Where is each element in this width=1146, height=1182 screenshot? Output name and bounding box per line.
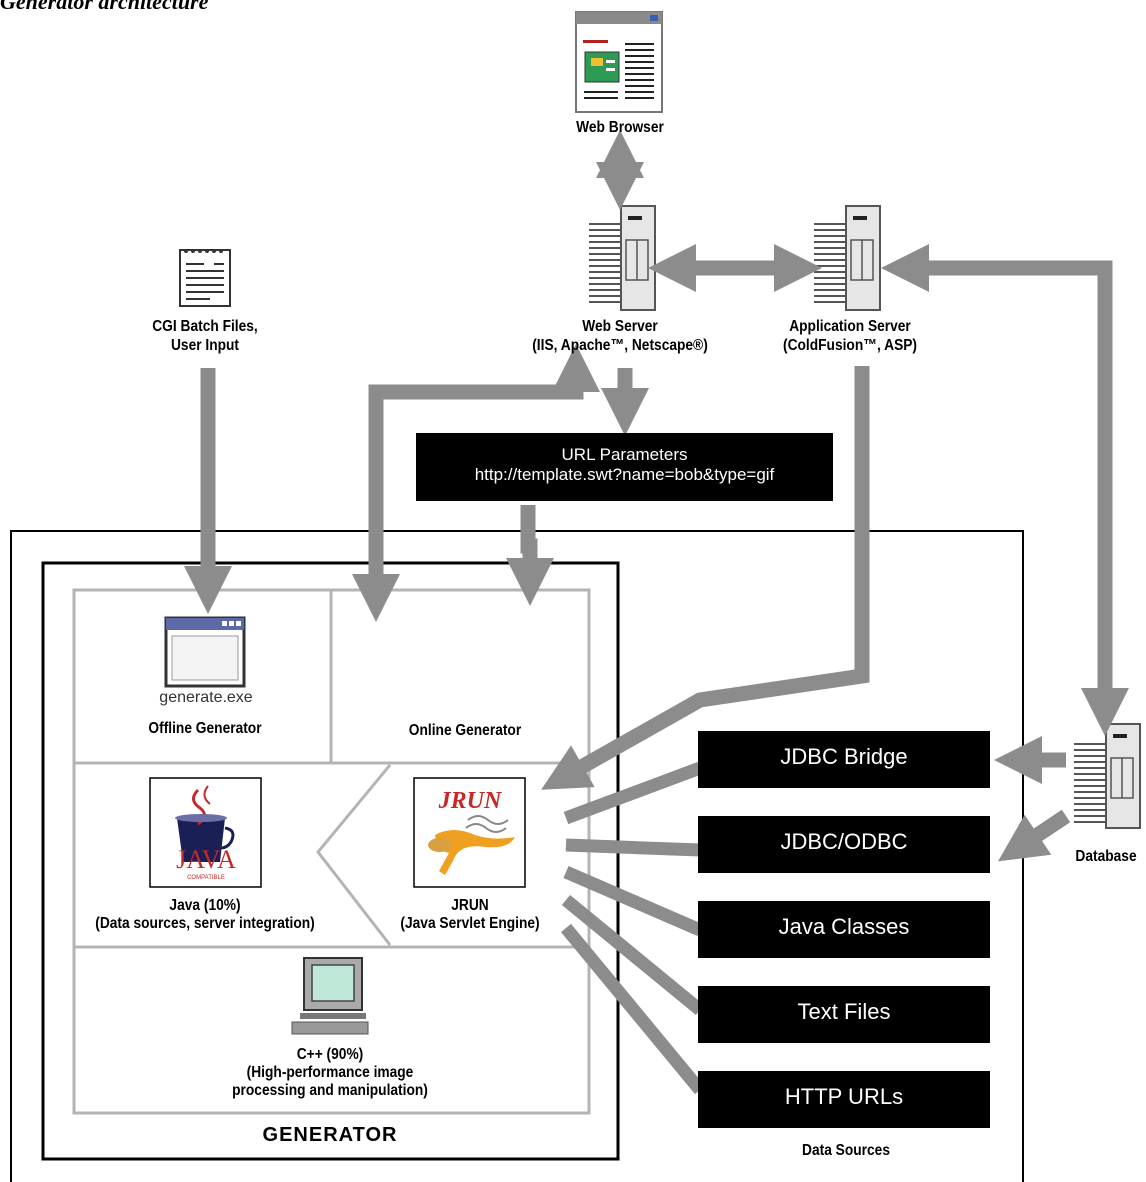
jrun-logo [413, 777, 526, 888]
arrow-appserver-jrun [541, 366, 870, 790]
connector-jdbc-odbc [565, 838, 701, 857]
offline-generator-label: Offline Generator [148, 720, 262, 737]
data-source-jdbc-bridge: JDBC Bridge [698, 731, 990, 788]
url-parameters-example: http://template.swt?name=bob&type=gif [474, 465, 775, 484]
java-logo-subtext: COMPATIBLE [187, 875, 225, 881]
database-icon [1074, 723, 1141, 829]
java-logo [149, 777, 262, 888]
data-sources-label: Data Sources [802, 1142, 890, 1159]
data-source-jdbc-odbc: JDBC/ODBC [698, 816, 990, 873]
jrun-label-line1: JRUN [451, 897, 489, 914]
window-icon [164, 616, 246, 688]
url-parameters-box: URL Parameters http://template.swt?name=… [416, 433, 833, 501]
app-server-label-line1: Application Server [789, 318, 911, 335]
cgi-label-line1: CGI Batch Files, [152, 318, 258, 335]
java-label-line1: Java (10%) [169, 897, 241, 914]
connector-java-classes [563, 866, 703, 936]
generator-label: GENERATOR [262, 1124, 398, 1146]
cpp-label-line3: processing and manipulation) [232, 1082, 428, 1099]
database-label: Database [1075, 848, 1137, 865]
diagram-title: Generator architecture [0, 0, 209, 14]
url-parameters-title: URL Parameters [561, 445, 688, 464]
arrow-urlparams-online [506, 505, 555, 606]
arrow-online-webserver [352, 344, 600, 622]
online-generator-label: Online Generator [408, 722, 522, 739]
data-source-java-classes: Java Classes [698, 901, 990, 958]
app-server-label-line2: (ColdFusion™, ASP) [782, 337, 918, 354]
java-label-line2: (Data sources, server integration) [95, 915, 315, 932]
web-server-label-line2: (IIS, Apache™, Netscape®) [532, 337, 708, 354]
generator-frame [41, 561, 620, 1161]
notepad-icon [179, 249, 231, 307]
generate-exe-label: generate.exe [159, 689, 253, 706]
java-logo-text: JAVA [176, 845, 236, 874]
data-source-http-urls: HTTP URLs [698, 1071, 990, 1128]
connector-text-files [561, 894, 705, 1016]
cgi-label-line2: User Input [170, 337, 240, 354]
arrow-database-jdbc-odbc [998, 809, 1071, 862]
web-browser-icon [575, 11, 663, 113]
arrow-database-appserver [881, 244, 1130, 736]
connector-http-urls [560, 923, 706, 1095]
cpp-label-line1: C++ (90%) [296, 1046, 364, 1063]
web-server-label-line1: Web Server [582, 318, 658, 335]
connector-jdbc-bridge [563, 761, 703, 825]
jrun-logo-text: JRUN [438, 788, 502, 814]
cpp-label-line2: (High-performance image [246, 1064, 414, 1081]
jrun-label-line2: (Java Servlet Engine) [400, 915, 540, 932]
application-server-icon [814, 205, 881, 311]
computer-icon [291, 957, 369, 1035]
data-source-text-files: Text Files [698, 986, 990, 1043]
web-browser-label: Web Browser [576, 119, 664, 136]
web-server-icon [589, 205, 656, 311]
